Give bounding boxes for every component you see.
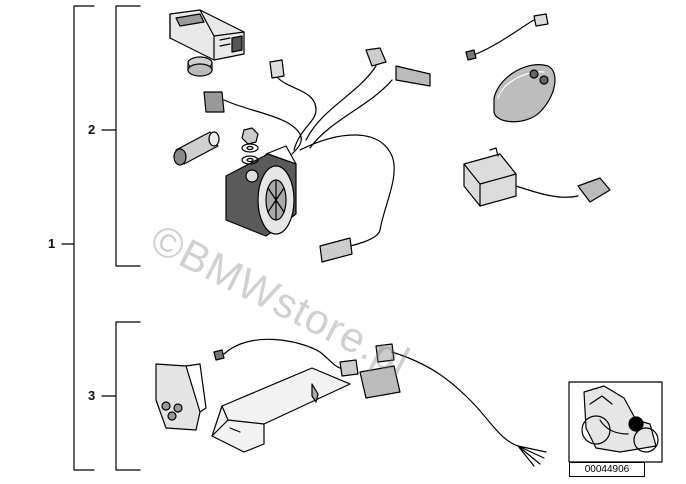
bracket-1 xyxy=(61,5,95,471)
rubber-cap-part xyxy=(187,56,213,77)
control-module-part xyxy=(169,9,245,61)
mounting-bracket-part xyxy=(155,363,207,431)
alarm-siren-part xyxy=(225,145,297,237)
callout-1: 1 xyxy=(48,236,56,251)
bracket-2 xyxy=(101,5,141,267)
key-cylinder-part xyxy=(173,131,220,166)
bracket-3 xyxy=(101,321,141,471)
wiring-harness-part xyxy=(203,47,431,263)
sensor-cable-part xyxy=(465,13,549,61)
callout-3: 3 xyxy=(88,388,96,403)
location-inset xyxy=(568,381,663,463)
callout-2: 2 xyxy=(88,122,96,137)
remote-control-part xyxy=(493,64,556,123)
diagram-number: 00044906 xyxy=(569,462,645,477)
cable-loom-part xyxy=(359,343,547,467)
carrier-plate-part xyxy=(211,367,351,453)
tilt-sensor-part xyxy=(463,147,611,207)
nut-washer-part xyxy=(241,127,259,165)
connector-cable-part xyxy=(213,338,359,377)
